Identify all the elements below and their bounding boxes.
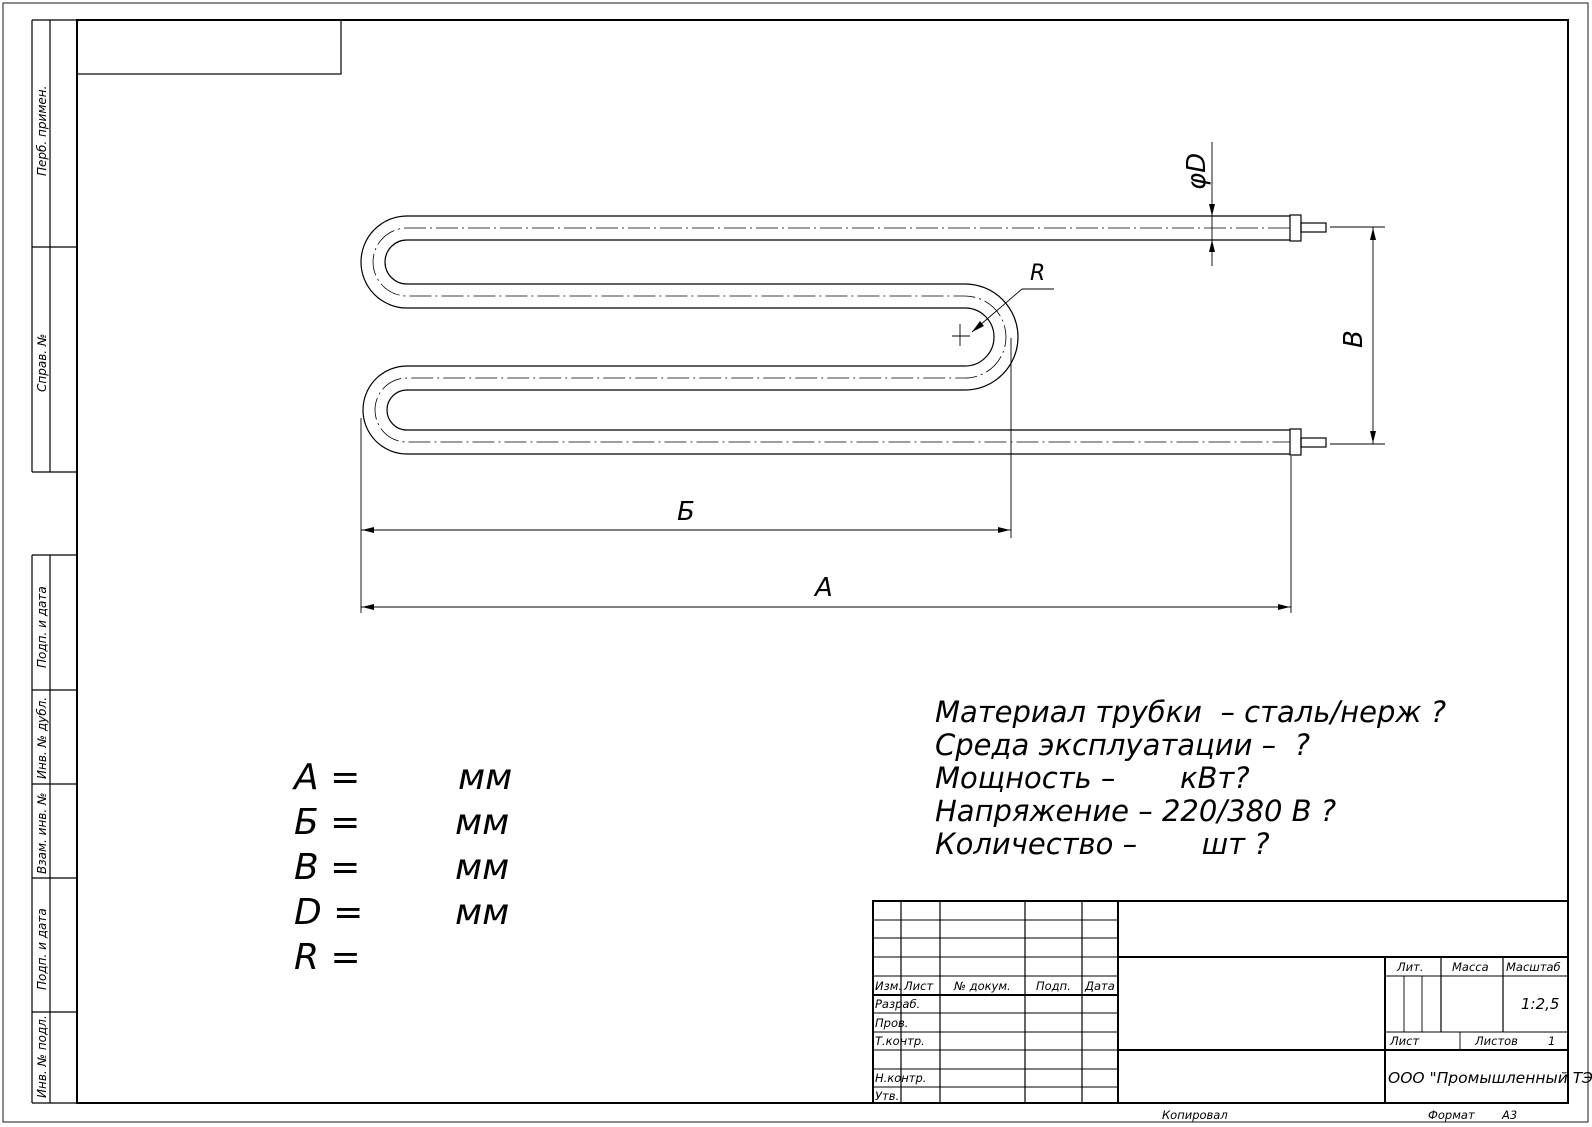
b-vertical-dimension: [1330, 226, 1385, 445]
tb-massa: Масса: [1452, 960, 1489, 974]
sidebar-inv-dubl: Инв. № дубл.: [35, 697, 49, 779]
var-a-unit: мм: [458, 757, 512, 798]
tb-podp: Подп.: [1036, 979, 1071, 993]
tb-list: Лист: [903, 979, 933, 993]
spec-material: Материал трубки – сталь/нерж ?: [935, 695, 1446, 729]
heating-element-tube: [360, 214, 1327, 456]
spec-environment: Среда эксплуатации – ?: [935, 728, 1310, 762]
spec-quantity: Количество – шт ?: [935, 827, 1270, 861]
tb-kopiroval: Копировал: [1162, 1108, 1228, 1122]
diameter-label: φD: [1182, 153, 1212, 190]
sidebar-podp-data-1: Подп. и дата: [35, 586, 49, 668]
sidebar-podp-data-2: Подп. и дата: [35, 908, 49, 990]
tb-nkontr: Н.контр.: [875, 1071, 926, 1085]
a-label: А: [813, 573, 833, 603]
b-cyr-dimension: [360, 338, 1012, 613]
tb-format-label: Формат: [1428, 1108, 1475, 1122]
var-b-cyr-name: Б =: [294, 802, 360, 843]
radius-leader: [971, 288, 1054, 333]
left-sidebar: [31, 19, 77, 1104]
tb-data: Дата: [1084, 979, 1115, 993]
tb-format-value: А3: [1501, 1108, 1517, 1122]
tb-izm: Изм.: [875, 979, 902, 993]
tb-lit: Лит.: [1396, 960, 1423, 974]
var-v-name: В =: [294, 847, 360, 888]
var-a-name: А =: [292, 757, 360, 798]
var-v-unit: мм: [455, 847, 509, 888]
tb-scale-value: 1:2,5: [1521, 995, 1559, 1013]
tb-tkontr: Т.контр.: [875, 1034, 925, 1048]
b-cyr-label: Б: [677, 497, 695, 527]
var-b-cyr-unit: мм: [455, 802, 509, 843]
var-d-name: D =: [294, 892, 363, 933]
spec-voltage: Напряжение – 220/380 В ?: [935, 794, 1336, 828]
sidebar-sprav-no: Справ. №: [35, 334, 49, 392]
tb-razrab: Разраб.: [875, 997, 920, 1011]
diameter-dimension: [1209, 142, 1215, 266]
a-dimension: [361, 456, 1292, 613]
top-left-stamp-box: [76, 19, 342, 75]
title-block: [872, 900, 1569, 1104]
tb-masshtab: Масштаб: [1506, 960, 1561, 974]
radius-label: R: [1030, 261, 1045, 286]
tb-list-label: Лист: [1389, 1034, 1419, 1048]
sheet-frame: [76, 19, 1569, 1104]
sidebar-perv-primen: Перб. примен.: [35, 86, 49, 176]
variables-list: А = мм Б = мм В = мм D = мм R =: [292, 757, 512, 978]
specs-list: Материал трубки – сталь/нерж ? Среда экс…: [935, 695, 1446, 861]
tb-prov: Пров.: [875, 1016, 908, 1030]
b-vertical-label: В: [1339, 330, 1369, 348]
var-d-unit: мм: [455, 892, 509, 933]
tb-utv: Утв.: [875, 1089, 899, 1103]
tb-listov-value: 1: [1548, 1034, 1555, 1048]
tb-listov-label: Листов: [1474, 1034, 1518, 1048]
sidebar-inv-podl: Инв. № подл.: [35, 1015, 49, 1098]
var-r-name: R =: [294, 937, 361, 978]
sidebar-vzam-inv: Взам. инв. №: [35, 793, 49, 874]
tb-company: ООО "Промышленный ТЭН": [1388, 1069, 1592, 1087]
tb-doc-no: № докум.: [953, 979, 1011, 993]
spec-power: Мощность – кВт?: [935, 761, 1250, 795]
